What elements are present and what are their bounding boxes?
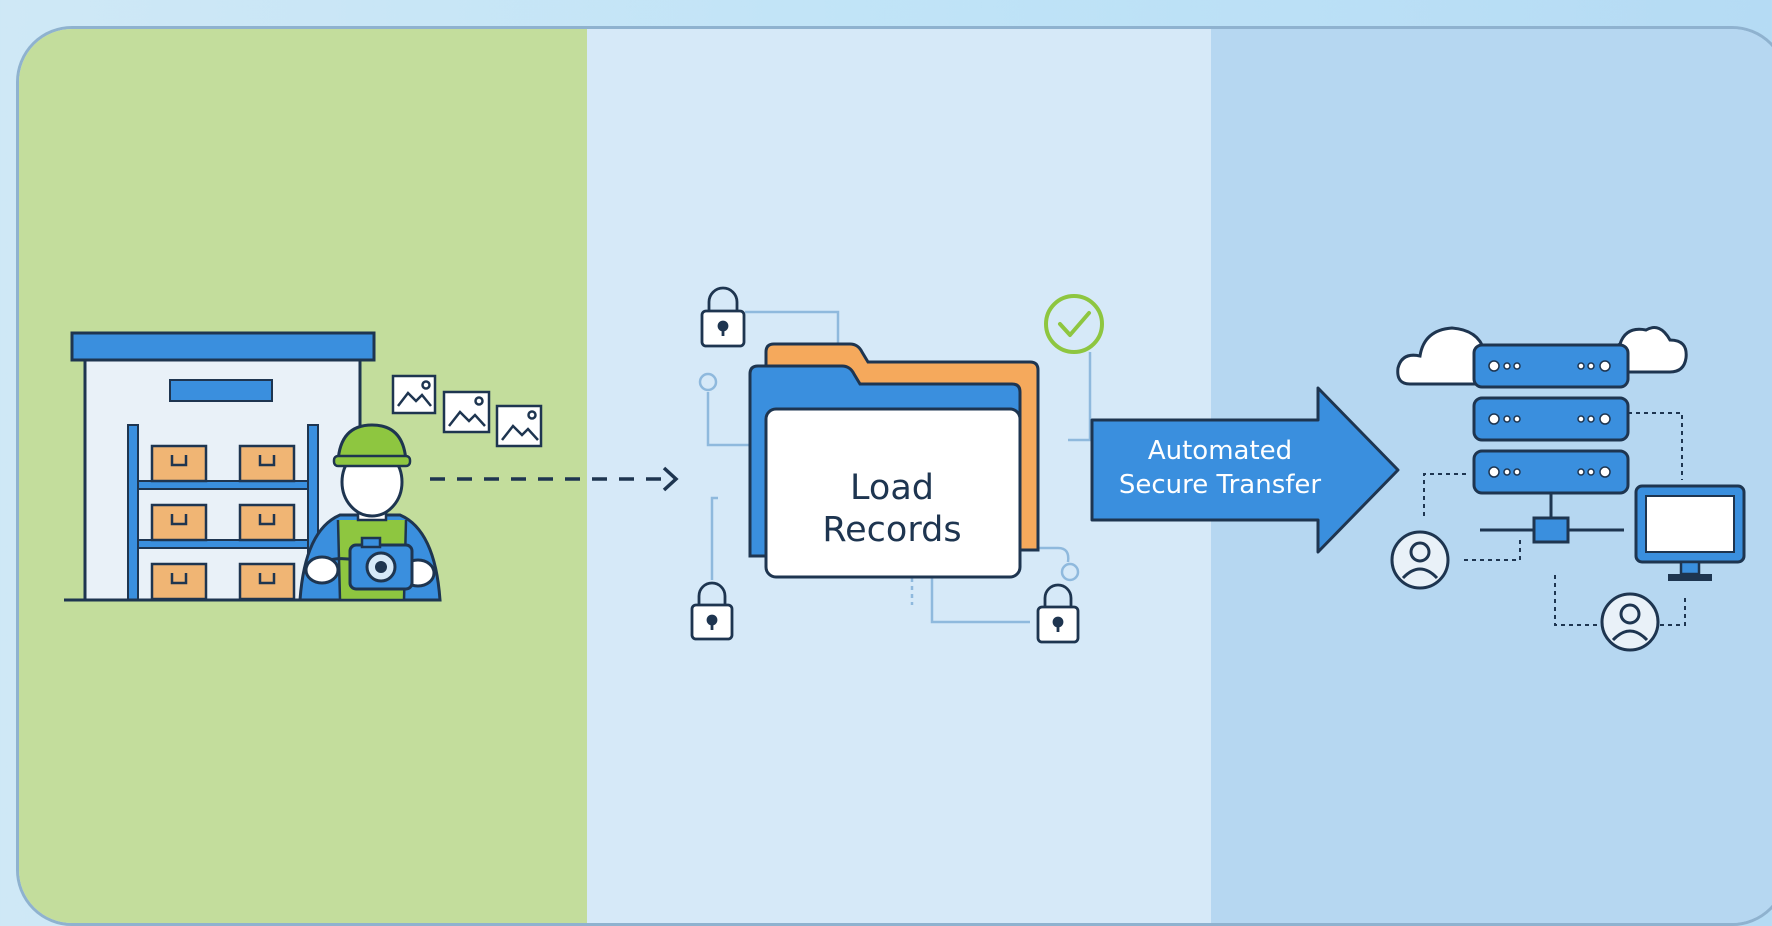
diagram-art: [64, 286, 1746, 652]
camera-icon: [348, 536, 414, 591]
folder-label-line1: Load: [850, 468, 934, 508]
folder-label: Load Records: [766, 445, 1018, 573]
lock-icon: [690, 581, 734, 641]
check-circle-icon: [1044, 294, 1104, 354]
folder-label-line2: Records: [822, 510, 962, 550]
image-icon: [391, 374, 543, 448]
user-icon: [1600, 592, 1660, 652]
circuit-lines: [706, 310, 1092, 624]
folder-icon: [748, 342, 1040, 579]
user-icon: [1390, 530, 1450, 590]
transfer-label-line2: Secure Transfer: [1118, 470, 1322, 500]
server-icon: [1472, 343, 1630, 544]
transfer-arrow-icon: [1090, 386, 1400, 554]
transfer-label-line1: Automated: [1147, 436, 1293, 466]
circuit-node: [698, 372, 718, 392]
lock-icon: [1036, 583, 1080, 644]
circuit-node: [1060, 562, 1080, 582]
monitor-icon: [1634, 484, 1746, 581]
dashed-arrow-icon: [430, 466, 679, 492]
transfer-label: Automated Secure Transfer: [1100, 432, 1340, 504]
network-links: [1423, 412, 1686, 626]
lock-icon: [700, 286, 746, 348]
